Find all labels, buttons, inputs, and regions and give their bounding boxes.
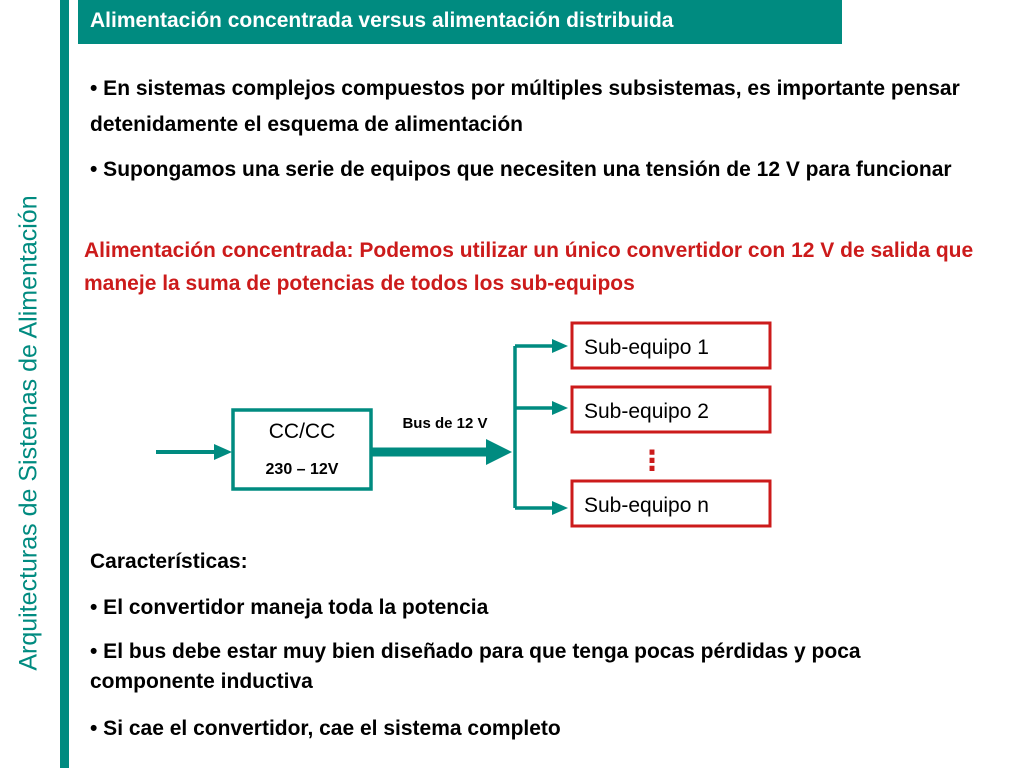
features-title: Características:: [90, 550, 248, 573]
ellipsis-icon: ⋮: [638, 444, 666, 477]
bus-arrow: [371, 439, 512, 465]
intro-bullet-2: • Supongamos una serie de equipos que ne…: [90, 158, 952, 181]
sub-equipment-2-label: Sub-equipo 2: [584, 400, 709, 423]
converter-ratio: 230 – 12V: [266, 461, 339, 478]
intro-bullet-1: • En sistemas complejos compuestos por m…: [90, 77, 960, 136]
highlight-statement: Alimentación concentrada: Podemos utiliz…: [84, 239, 974, 295]
sub-equipment-1-label: Sub-equipo 1: [584, 336, 709, 359]
sub-equipment-n-label: Sub-equipo n: [584, 494, 709, 517]
sub-equipment-1-box: [570, 321, 772, 370]
converter-box: [231, 408, 373, 491]
bus-label: Bus de 12 V: [402, 415, 487, 432]
slide-title: Alimentación concentrada versus alimenta…: [90, 9, 674, 32]
header-bar: Alimentación concentrada versus alimenta…: [78, 0, 842, 44]
input-arrow: [156, 444, 232, 460]
side-accent-bar: [60, 0, 69, 768]
sub-equipment-n-box: [570, 479, 772, 528]
feature-3: • Si cae el convertidor, cae el sistema …: [90, 717, 561, 740]
feature-1: • El convertidor maneja toda la potencia: [90, 596, 489, 619]
feature-2: • El bus debe estar muy bien diseñado pa…: [90, 640, 861, 693]
converter-title: CC/CC: [269, 420, 336, 443]
sub-equipment-2-box: [570, 385, 772, 434]
bus-branches: [513, 339, 568, 515]
